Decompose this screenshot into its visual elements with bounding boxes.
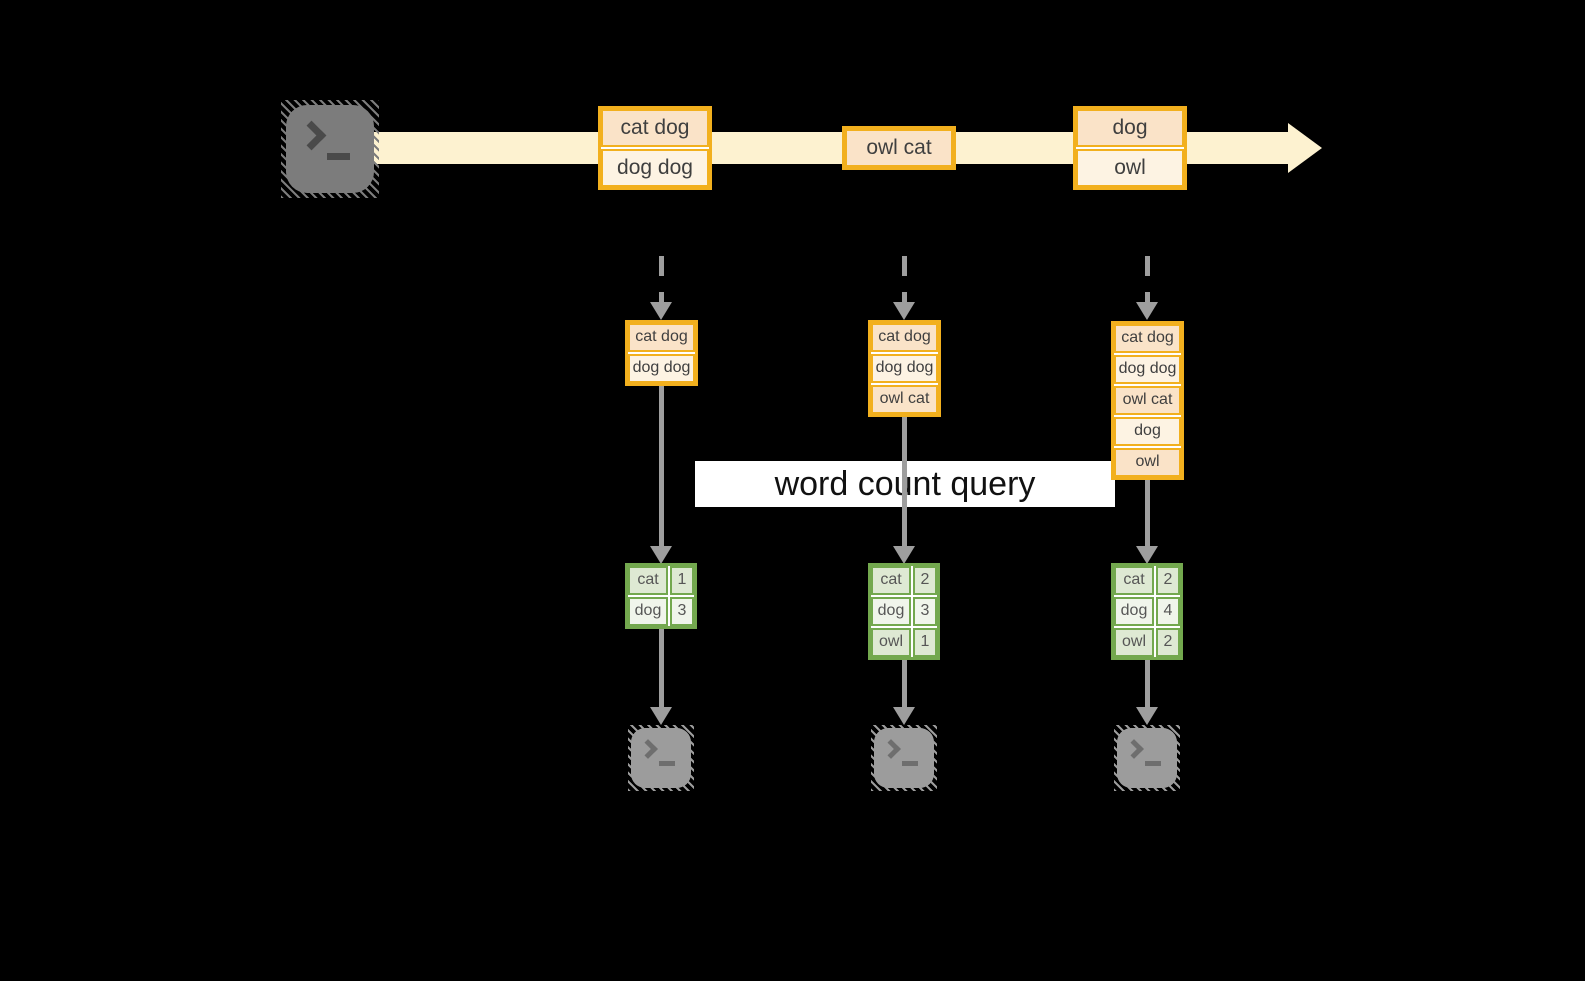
- buffer-cell: owl cat: [1114, 386, 1181, 415]
- arrow-line: [659, 627, 664, 707]
- stream-timeline-arrowhead-icon: [1288, 123, 1322, 173]
- terminal-prompt-underscore-icon: [902, 760, 919, 766]
- table-row: cat 2: [871, 566, 937, 595]
- buffer-box-3: cat dog dog dog owl cat dog owl: [1111, 321, 1184, 480]
- count-cell: 2: [1156, 566, 1180, 595]
- word-cell: cat: [628, 566, 668, 595]
- count-cell: 4: [1156, 597, 1180, 626]
- count-cell: 1: [670, 566, 694, 595]
- event-cell: owl cat: [845, 129, 953, 167]
- buffer-cell: cat dog: [1114, 324, 1181, 353]
- terminal-prompt-underscore-icon: [1145, 760, 1162, 766]
- output-terminal-icon: [1114, 725, 1180, 791]
- event-cell: dog dog: [601, 149, 709, 187]
- arrow-line: [659, 385, 664, 546]
- table-row: dog 4: [1114, 597, 1180, 626]
- word-cell: dog: [628, 597, 668, 626]
- arrow-line: [902, 415, 907, 546]
- buffer-cell: cat dog: [871, 323, 938, 352]
- arrow-line: [902, 656, 907, 707]
- terminal-prompt-underscore-icon: [327, 152, 351, 160]
- table-row: cat 2: [1114, 566, 1180, 595]
- count-cell: 3: [670, 597, 694, 626]
- table-row: dog 3: [871, 597, 937, 626]
- count-cell: 3: [913, 597, 937, 626]
- word-count-table-2: cat 2 dog 3 owl 1: [868, 563, 940, 660]
- terminal-body: [631, 728, 691, 788]
- word-count-table-1: cat 1 dog 3: [625, 563, 697, 629]
- word-cell: dog: [1114, 597, 1154, 626]
- terminal-body: [1117, 728, 1177, 788]
- table-row: dog 3: [628, 597, 694, 626]
- buffer-cell: cat dog: [628, 323, 695, 352]
- table-row: owl 2: [1114, 628, 1180, 657]
- event-cell: dog: [1076, 109, 1184, 147]
- stream-event-box-1: cat dog dog dog: [598, 106, 712, 190]
- word-count-table-3: cat 2 dog 4 owl 2: [1111, 563, 1183, 660]
- dashed-arrow-line: [659, 256, 664, 302]
- source-terminal-icon: [281, 100, 379, 198]
- arrowhead-icon: [1136, 546, 1158, 564]
- buffer-box-2: cat dog dog dog owl cat: [868, 320, 941, 417]
- word-cell: owl: [871, 628, 911, 657]
- buffer-cell: dog: [1114, 417, 1181, 446]
- arrowhead-icon: [1136, 707, 1158, 725]
- dashed-arrowhead-icon: [893, 302, 915, 320]
- buffer-cell: dog dog: [1114, 355, 1181, 384]
- stream-event-box-2: owl cat: [842, 126, 956, 170]
- dashed-arrow-line: [902, 256, 907, 302]
- table-row: cat 1: [628, 566, 694, 595]
- terminal-body: [874, 728, 934, 788]
- word-cell: dog: [871, 597, 911, 626]
- word-cell: owl: [1114, 628, 1154, 657]
- stream-event-box-3: dog owl: [1073, 106, 1187, 190]
- buffer-cell: owl: [1114, 448, 1181, 477]
- arrowhead-icon: [893, 707, 915, 725]
- count-cell: 2: [1156, 628, 1180, 657]
- word-cell: cat: [871, 566, 911, 595]
- output-terminal-icon: [628, 725, 694, 791]
- terminal-body: [285, 104, 375, 194]
- dashed-arrow-line: [1145, 256, 1150, 302]
- event-cell: cat dog: [601, 109, 709, 147]
- buffer-box-1: cat dog dog dog: [625, 320, 698, 386]
- buffer-cell: dog dog: [871, 354, 938, 383]
- count-cell: 2: [913, 566, 937, 595]
- output-terminal-icon: [871, 725, 937, 791]
- table-row: owl 1: [871, 628, 937, 657]
- arrowhead-icon: [893, 546, 915, 564]
- buffer-cell: owl cat: [871, 385, 938, 414]
- arrowhead-icon: [650, 546, 672, 564]
- arrow-line: [1145, 478, 1150, 546]
- buffer-cell: dog dog: [628, 354, 695, 383]
- event-cell: owl: [1076, 149, 1184, 187]
- count-cell: 1: [913, 628, 937, 657]
- word-cell: cat: [1114, 566, 1154, 595]
- terminal-prompt-underscore-icon: [659, 760, 676, 766]
- dashed-arrowhead-icon: [650, 302, 672, 320]
- arrowhead-icon: [650, 707, 672, 725]
- dashed-arrowhead-icon: [1136, 302, 1158, 320]
- arrow-line: [1145, 656, 1150, 707]
